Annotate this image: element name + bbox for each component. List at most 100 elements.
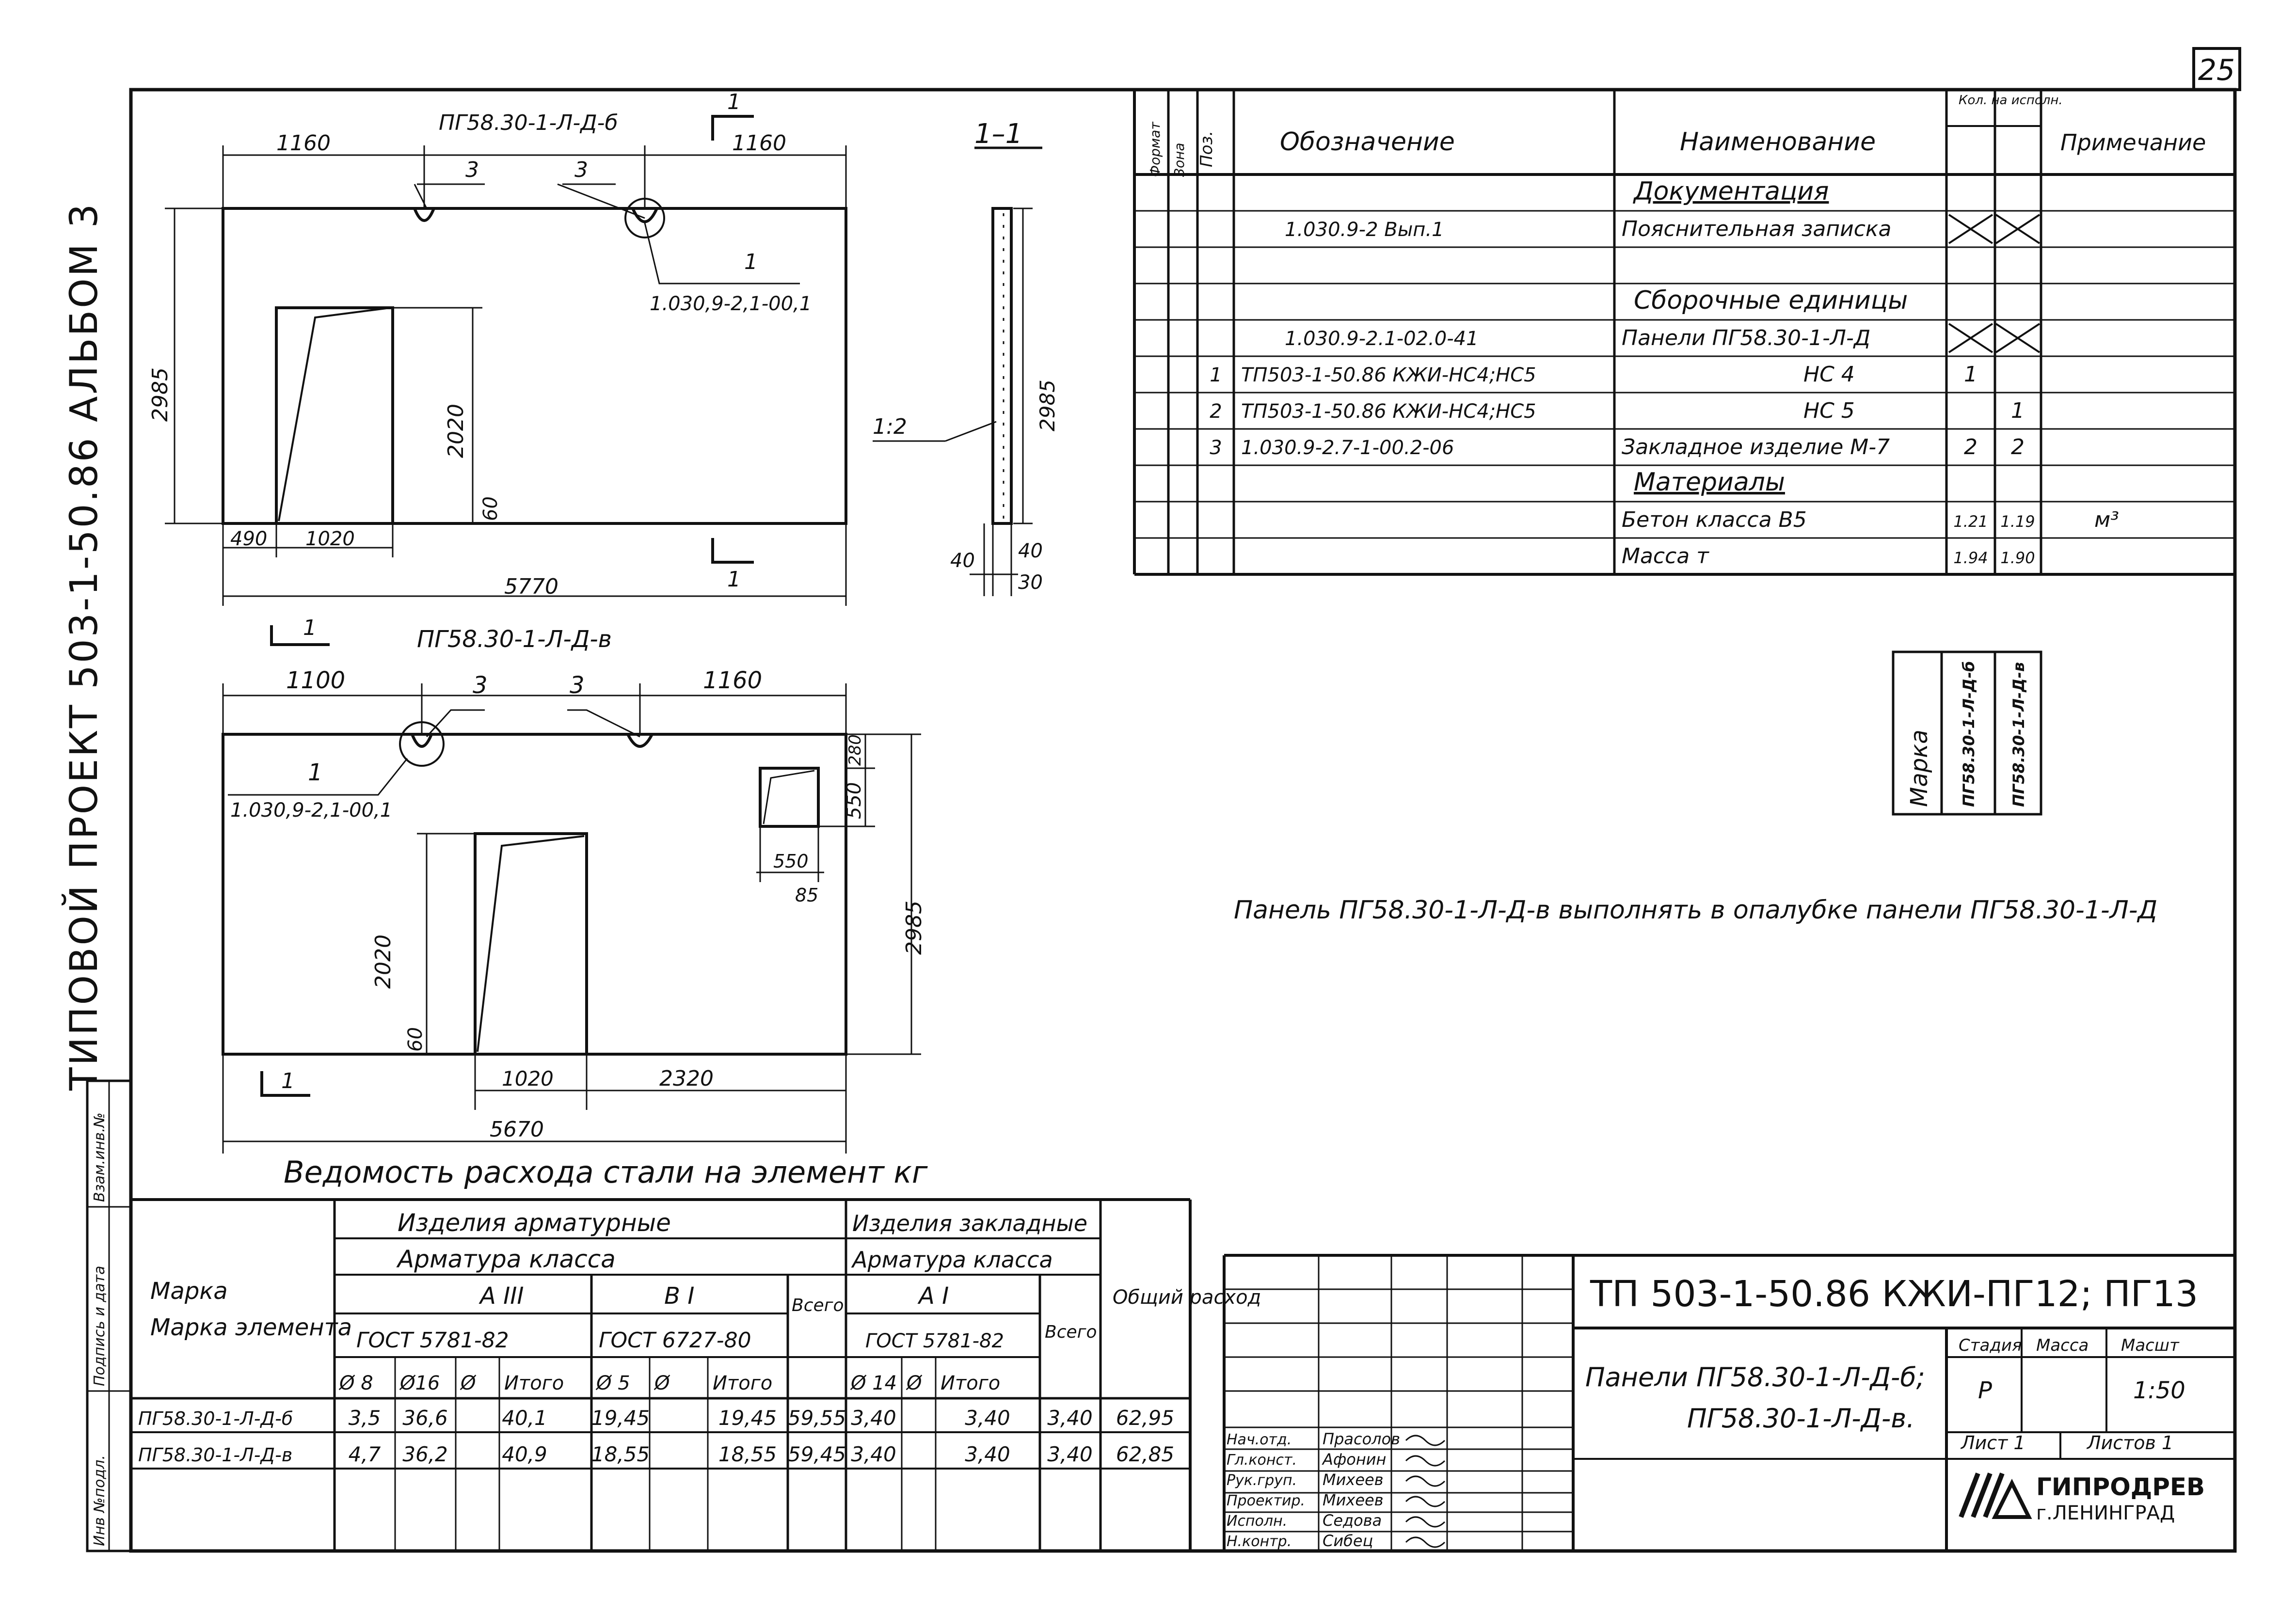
org-logo bbox=[1959, 1472, 2032, 1519]
steel-h-a1: А I bbox=[917, 1282, 949, 1310]
dim-5670: 5670 bbox=[490, 1117, 544, 1142]
spec-designation: 1.030.9-2.1-02.0-41 bbox=[1285, 328, 1479, 350]
steel-subheader: Ø 8 bbox=[338, 1372, 373, 1394]
steel-subheader: Ø bbox=[906, 1372, 923, 1394]
spec-pos: 1 bbox=[1210, 364, 1222, 386]
callout-1-top: 1 bbox=[744, 250, 758, 274]
dim-2020-top: 2020 bbox=[444, 404, 468, 458]
section-num-bottom: 1 bbox=[281, 1069, 295, 1093]
staff-signature bbox=[1405, 1536, 1446, 1548]
spec-qty-q1: 1.94 bbox=[1953, 549, 1988, 567]
side-strip-sign: Подпись и дата bbox=[91, 1266, 108, 1387]
side-strip-inv: Инв №подл. bbox=[91, 1455, 108, 1546]
dim-1020-top: 1020 bbox=[305, 528, 355, 550]
staff-role: Исполн. bbox=[1227, 1513, 1287, 1530]
staff-role: Н.контр. bbox=[1227, 1533, 1292, 1550]
callout-3-b: 3 bbox=[574, 158, 588, 182]
steel-row-value: 3,40 bbox=[1047, 1406, 1093, 1430]
section-mark-bottom-v bbox=[260, 1071, 310, 1097]
spec-name: Пояснительная записка bbox=[1622, 217, 1891, 241]
staff-signature bbox=[1405, 1455, 1446, 1467]
steel-table bbox=[129, 1198, 1192, 1552]
spec-h-qty: Кол. на исполн. bbox=[1959, 93, 2063, 108]
staff-name: Михеев bbox=[1323, 1491, 1384, 1509]
steel-subheader: Ø bbox=[654, 1372, 670, 1394]
steel-row-value: 36,6 bbox=[402, 1406, 448, 1430]
steel-row-value: 4,7 bbox=[349, 1442, 381, 1466]
section-mark-mid bbox=[270, 625, 330, 646]
staff-name: Афонин bbox=[1322, 1450, 1386, 1469]
steel-title: Ведомость расхода стали на элемент кг bbox=[284, 1154, 928, 1190]
spec-name: НС 5 bbox=[1803, 398, 1855, 423]
steel-h-total1: Всего bbox=[792, 1296, 844, 1315]
spec-pos: 2 bbox=[1210, 400, 1222, 423]
callout-3-a: 3 bbox=[465, 158, 479, 182]
dim-1100: 1100 bbox=[286, 667, 345, 694]
title-code: ТП 503-1-50.86 КЖИ-ПГ12; ПГ13 bbox=[1590, 1273, 2198, 1315]
dim-1160-right: 1160 bbox=[732, 131, 786, 156]
section-1-1 bbox=[873, 146, 1042, 596]
title-name-2: ПГ58.30-1-Л-Д-в. bbox=[1687, 1403, 1914, 1434]
steel-h-arm-class: Арматура класса bbox=[396, 1245, 616, 1273]
steel-row-value: 59,55 bbox=[788, 1406, 846, 1430]
page-number-box bbox=[2192, 47, 2241, 91]
lifting-loop-4 bbox=[626, 733, 654, 748]
dim-85: 85 bbox=[795, 885, 818, 906]
section-title: 1–1 bbox=[974, 118, 1022, 150]
panel-outline-b bbox=[222, 207, 847, 525]
marka-label: Марка bbox=[1906, 729, 1933, 807]
tb-stage: Р bbox=[1978, 1377, 1992, 1404]
spec-pos: 3 bbox=[1210, 437, 1222, 459]
spec-qty-q2: 2 bbox=[2011, 435, 2025, 459]
lifting-loop-2 bbox=[631, 207, 658, 223]
dim-5770: 5770 bbox=[504, 574, 558, 599]
spec-name: Масса т bbox=[1622, 544, 1709, 569]
staff-role: Гл.конст. bbox=[1227, 1452, 1297, 1469]
window-small bbox=[759, 767, 820, 828]
spec-qty-q2: 1.19 bbox=[2000, 512, 2035, 531]
steel-h-zakl: Изделия закладные bbox=[852, 1210, 1087, 1236]
section-mark-bottom bbox=[711, 538, 754, 564]
spec-designation: 1.030.9-2.7-1-00.2-06 bbox=[1241, 437, 1454, 459]
callout-3-c: 3 bbox=[473, 672, 488, 699]
spec-qty-q2: 1.90 bbox=[2000, 549, 2035, 567]
steel-subheader: Итого bbox=[713, 1372, 772, 1394]
staff-role: Проектир. bbox=[1227, 1492, 1305, 1509]
steel-h-total2: Всего bbox=[1045, 1322, 1097, 1342]
marka-2: ПГ58.30-1-Л-Д-в bbox=[2009, 662, 2028, 807]
org-name-2: г.ЛЕНИНГРАД bbox=[2036, 1502, 2175, 1524]
steel-h-arm: Изделия арматурные bbox=[398, 1209, 671, 1237]
callout-3-d: 3 bbox=[570, 672, 585, 699]
spec-h-pos: Поз. bbox=[1197, 131, 1216, 167]
steel-h-overall: Общий расход bbox=[1113, 1286, 1261, 1309]
dim-2985-bottom: 2985 bbox=[902, 901, 926, 955]
steel-subheader: Ø 14 bbox=[850, 1372, 897, 1394]
steel-row-value: 18,55 bbox=[591, 1442, 650, 1466]
callout-1-bottom: 1 bbox=[308, 759, 323, 786]
tb-h-mass: Масса bbox=[2036, 1336, 2089, 1355]
steel-h-zakl-class: Арматура класса bbox=[851, 1247, 1053, 1273]
section-dim-40-b: 40 bbox=[1018, 540, 1043, 562]
spec-designation: ТП503-1-50.86 КЖИ-НС4;НС5 bbox=[1241, 400, 1536, 423]
note-text: Панель ПГ58.30-1-Л-Д-в выполнять в опалу… bbox=[1234, 896, 2157, 925]
tb-sheets: Листов 1 bbox=[2086, 1432, 2173, 1454]
staff-name: Седова bbox=[1323, 1511, 1382, 1530]
marka-1: ПГ58.30-1-Л-Д-б bbox=[1960, 661, 1978, 807]
steel-row-value: 40,1 bbox=[502, 1406, 547, 1430]
staff-name: Прасолов bbox=[1323, 1430, 1400, 1448]
steel-subheader: Ø16 bbox=[399, 1372, 440, 1394]
steel-row-value: 3,40 bbox=[965, 1406, 1010, 1430]
staff-signature bbox=[1405, 1516, 1446, 1528]
specification-table bbox=[1133, 90, 2236, 576]
spec-h-name: Наименование bbox=[1680, 127, 1876, 157]
spec-h-note: Примечание bbox=[2060, 129, 2206, 156]
steel-h-gost-a3: ГОСТ 5781-82 bbox=[356, 1328, 509, 1353]
panel-view-b bbox=[165, 115, 847, 606]
steel-row-value: 36,2 bbox=[402, 1442, 448, 1466]
dim-550-h: 550 bbox=[773, 851, 809, 872]
staff-signature bbox=[1405, 1475, 1446, 1487]
spec-cross-q2 bbox=[1995, 323, 2041, 353]
steel-h-gost-b1: ГОСТ 6727-80 bbox=[599, 1328, 751, 1353]
panel-view-v bbox=[222, 683, 921, 1154]
lifting-loop-1 bbox=[413, 207, 435, 222]
